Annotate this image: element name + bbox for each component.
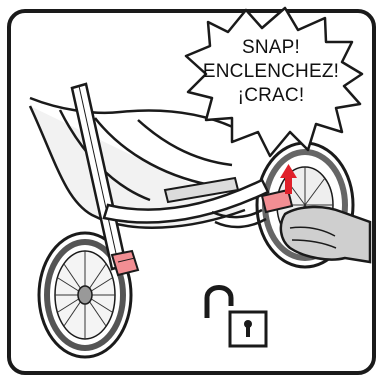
callout-line-crac: ¡CRAC! — [186, 84, 356, 108]
callout-line-snap: SNAP! — [186, 36, 356, 60]
callout-text: SNAP! ENCLENCHEZ! ¡CRAC! — [186, 36, 356, 108]
callout-line-enclenchez: ENCLENCHEZ! — [186, 60, 356, 84]
rear-latch — [112, 251, 138, 275]
unlocked-padlock-icon — [207, 288, 266, 347]
